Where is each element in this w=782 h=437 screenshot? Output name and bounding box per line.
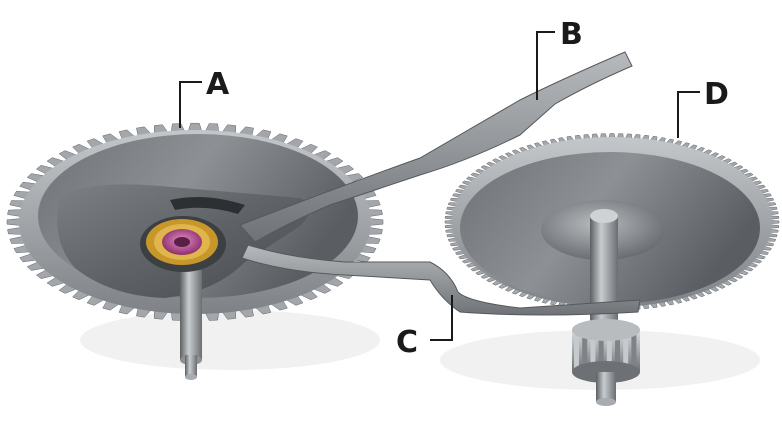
pinion-leaf bbox=[590, 330, 596, 372]
pinion-leaf bbox=[582, 330, 588, 372]
shaft-a bbox=[180, 270, 202, 380]
pinion-leaf bbox=[631, 330, 637, 372]
callout-b: B bbox=[536, 17, 583, 100]
callout-d: D bbox=[677, 77, 729, 138]
pinion-leaf bbox=[598, 330, 604, 372]
label-a: A bbox=[206, 67, 230, 102]
label-b: B bbox=[560, 17, 583, 52]
gear-a-slot bbox=[170, 196, 245, 214]
pinion-leaf bbox=[623, 330, 629, 372]
label-d: D bbox=[704, 77, 729, 112]
label-c: C bbox=[396, 325, 418, 360]
lever-c bbox=[241, 244, 641, 316]
callout-a: A bbox=[179, 67, 230, 128]
pinion-leaf bbox=[574, 330, 579, 372]
callout-c: C bbox=[396, 295, 453, 360]
pinion-leaf bbox=[615, 330, 620, 372]
lever-b bbox=[239, 51, 633, 243]
pinion-d bbox=[572, 319, 640, 406]
jewel-bearing bbox=[140, 216, 226, 272]
pinion-leaf bbox=[606, 330, 612, 372]
